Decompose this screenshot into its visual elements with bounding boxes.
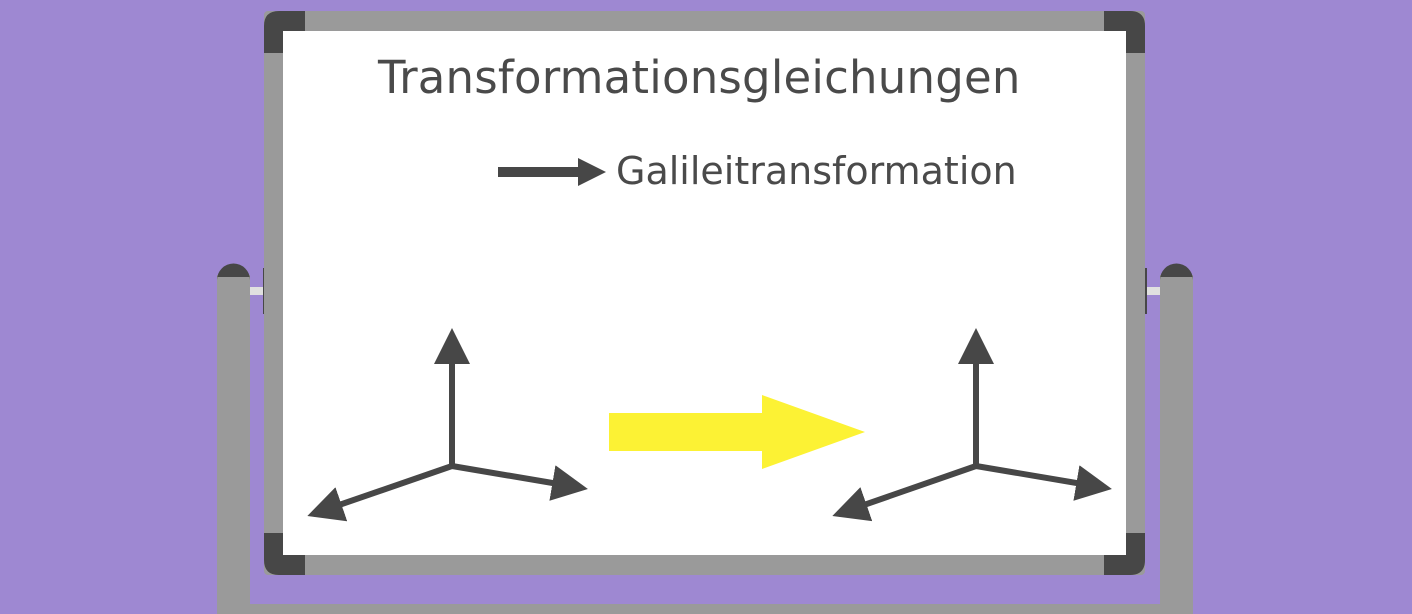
frame-corner-bottom-right — [1104, 533, 1145, 575]
axis-left-right — [832, 463, 977, 522]
board-title: Transformationsgleichungen — [378, 51, 1021, 104]
left-hinge-pin — [250, 287, 266, 295]
stand-bottom-bar — [217, 604, 1193, 614]
axis-right-right — [975, 463, 1112, 501]
right-hinge-pin — [1144, 287, 1160, 295]
stand-left-cap — [217, 263, 250, 280]
axis-left-left — [307, 463, 453, 522]
frame-corner-top-left — [264, 11, 305, 53]
arrow-right-icon — [498, 158, 606, 186]
frame-corner-top-right — [1104, 11, 1145, 53]
axis-right-left — [451, 463, 588, 501]
transition-arrow-icon — [609, 395, 865, 469]
board-surface — [283, 31, 1126, 555]
stand-right-leg — [1160, 275, 1193, 614]
stand-right-cap — [1160, 263, 1193, 280]
frame-corner-bottom-left — [264, 533, 305, 575]
coordinate-system-right — [832, 328, 1112, 522]
board-subtitle: Galileitransformation — [616, 149, 1017, 193]
stand-left-leg — [217, 275, 250, 614]
coordinate-system-left — [307, 328, 588, 522]
